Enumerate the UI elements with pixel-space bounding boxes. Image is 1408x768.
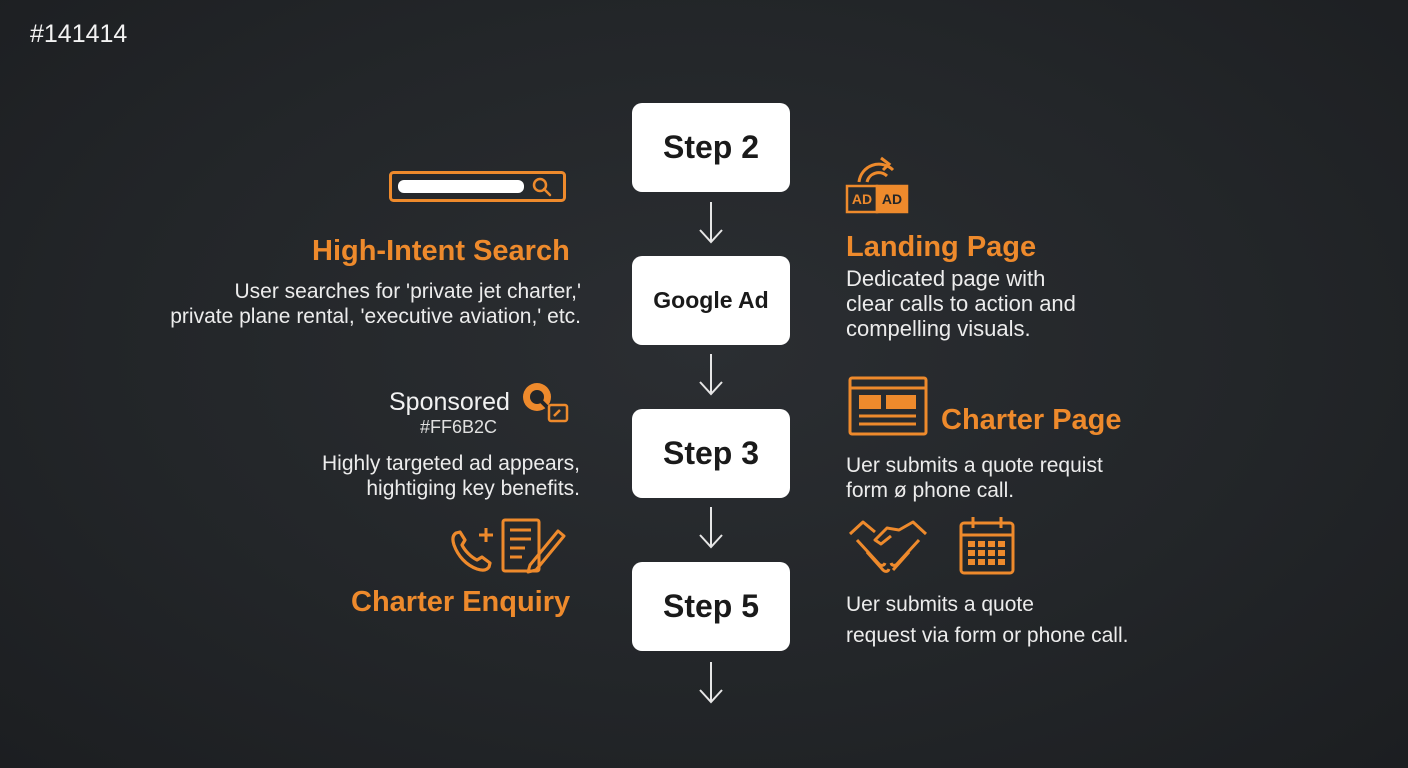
text-line: request via form or phone call. xyxy=(846,624,1129,647)
hex-code: #FF6B2C xyxy=(420,417,498,437)
step-label: Step 3 xyxy=(662,435,760,471)
step-box-4: Step 5 xyxy=(632,562,790,651)
form-edit-icon xyxy=(501,518,566,574)
step-box-1: Step 2 xyxy=(632,103,790,192)
search-description: User searches for 'private jet charter,'… xyxy=(170,279,581,329)
text-line: Dedicated page with xyxy=(846,266,1046,291)
text-line: compelling visuals. xyxy=(846,316,1031,341)
ad-badges: AD AD xyxy=(847,191,909,207)
search-title: High-Intent Search xyxy=(312,235,570,267)
arrow-down-icon xyxy=(699,662,723,704)
sponsored-search-icon xyxy=(523,383,569,423)
browser-window-icon xyxy=(848,376,928,436)
step-label: Step 2 xyxy=(662,129,760,165)
charter-page-description: Uer submits a quote requist form ø phone… xyxy=(846,453,1103,503)
ad-target-icon xyxy=(845,156,909,214)
phone-plus-icon xyxy=(451,528,493,572)
text-line: clear calls to action and xyxy=(846,291,1076,316)
landing-description: Dedicated page with clear calls to actio… xyxy=(846,266,1076,341)
arrow-down-icon xyxy=(699,202,723,244)
ad-badge: AD xyxy=(851,191,873,207)
step-label: Step 5 xyxy=(662,588,760,624)
enquiry-title: Charter Enquiry xyxy=(351,586,571,618)
text-line: form ø phone call. xyxy=(846,479,1015,502)
text-line: Uer submits a quote requist xyxy=(846,454,1103,477)
sponsored-label: Sponsored xyxy=(389,388,510,416)
corner-label: #141414 xyxy=(30,20,128,48)
calendar-icon xyxy=(959,517,1015,575)
step-label: Google Ad xyxy=(653,287,769,313)
arrow-down-icon xyxy=(699,507,723,549)
text-line: Highly targeted ad appears, xyxy=(322,452,580,475)
ad-badge: AD xyxy=(881,191,903,207)
step-box-2: Google Ad xyxy=(632,256,790,345)
text-line: private plane rental, 'executive aviatio… xyxy=(170,305,581,328)
search-bar-icon xyxy=(389,171,566,202)
handshake-icon xyxy=(848,520,928,573)
step-box-3: Step 3 xyxy=(632,409,790,498)
sponsored-description: Highly targeted ad appears, hightiging k… xyxy=(322,451,580,501)
landing-title: Landing Page xyxy=(846,231,1037,263)
text-line: Uer submits a quote xyxy=(846,593,1034,616)
text-line: User searches for 'private jet charter,' xyxy=(234,280,582,303)
charter-page-title: Charter Page xyxy=(941,404,1122,436)
submit-description: Uer submits a quote request via form or … xyxy=(846,589,1128,651)
text-line: hightiging key benefits. xyxy=(366,477,580,500)
arrow-down-icon xyxy=(699,354,723,396)
